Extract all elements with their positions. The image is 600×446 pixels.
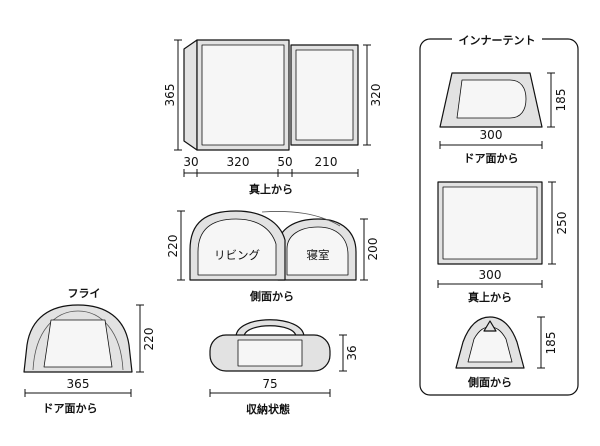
side-view-height-right-dimension-line [360,218,368,281]
inner-door-height: 185 [554,89,568,112]
top-view-width-flap: 30 [183,155,198,169]
living-inner-panel [197,218,277,276]
living-area-top-inner [201,44,285,146]
bag-width-dimension-line [209,389,331,397]
inner-side-height: 185 [544,332,558,355]
fly-width-dimension-line [24,389,132,397]
inner-side-height-dimension-line [537,316,545,369]
inner-door-caption: ドア面から [464,152,519,165]
top-view-height-left-dimension-line [174,39,182,151]
inner-door-width-dimension-line [439,141,543,149]
side-view-height-left: 220 [166,235,180,258]
inner-side-caption: 側面から [467,375,512,389]
storage-caption: 収納状態 [246,402,290,416]
top-view-height-right: 320 [369,84,383,107]
inner-door-height-dimension-line [547,72,555,128]
bedroom-area-top-inner [295,49,354,141]
fly-title: フライ [68,287,101,300]
fly-door-panel [43,319,113,368]
fly-height-dimension-line [136,304,144,373]
top-view-caption: 真上から [249,182,293,196]
inner-top-width: 300 [479,268,502,282]
bag-height-dimension-line [339,334,347,372]
inner-door-width: 300 [480,128,503,142]
fly-caption: ドア面から [43,402,98,415]
inner-top-height-dimension-line [548,181,556,265]
inner-door-window [456,79,527,119]
inner-tent-title-backdrop [452,32,542,46]
bag-height: 36 [345,345,359,360]
inner-side-vent [483,320,497,332]
bedroom-label: 寝室 [307,248,330,262]
top-view-height-left: 365 [163,84,177,107]
storage-bag-view: 36 75 収納状態 [209,319,359,416]
main-top-view: 365 320 30 320 50 210 真上から [163,39,383,196]
top-view-width-bedroom: 210 [315,155,338,169]
inner-tent-title: インナーテント [459,34,536,47]
roof-connector-line [261,211,341,227]
inner-top-height: 250 [555,212,569,235]
fly-door-view: フライ 220 365 ドア面から [23,287,156,415]
top-view-height-right-dimension-line [363,44,371,146]
bag-width: 75 [262,377,277,391]
inner-top-width-dimension-line [437,280,543,288]
bedroom-inner-panel [286,226,349,276]
front-flap-top [183,39,198,151]
inner-top-view-floor [442,186,538,260]
fly-pole-line [32,310,124,371]
living-label: リビング [214,248,260,262]
top-view-width-living: 320 [227,155,250,169]
top-view-width-dimension-line [183,169,359,177]
side-view-height-left-dimension-line [177,210,185,281]
inner-top-caption: 真上から [468,290,512,304]
fly-width: 365 [67,377,90,391]
fly-height: 220 [142,328,156,351]
main-side-view: リビング 寝室 220 200 側面から [166,210,380,303]
bag-center-panel [237,339,303,367]
inner-tent-panel: インナーテント 185 300 ドア面から 250 300 真上から 185 側… [419,32,579,396]
side-view-height-right: 200 [366,238,380,261]
top-view-width-vestibule: 50 [277,155,292,169]
side-view-caption: 側面から [249,289,294,303]
